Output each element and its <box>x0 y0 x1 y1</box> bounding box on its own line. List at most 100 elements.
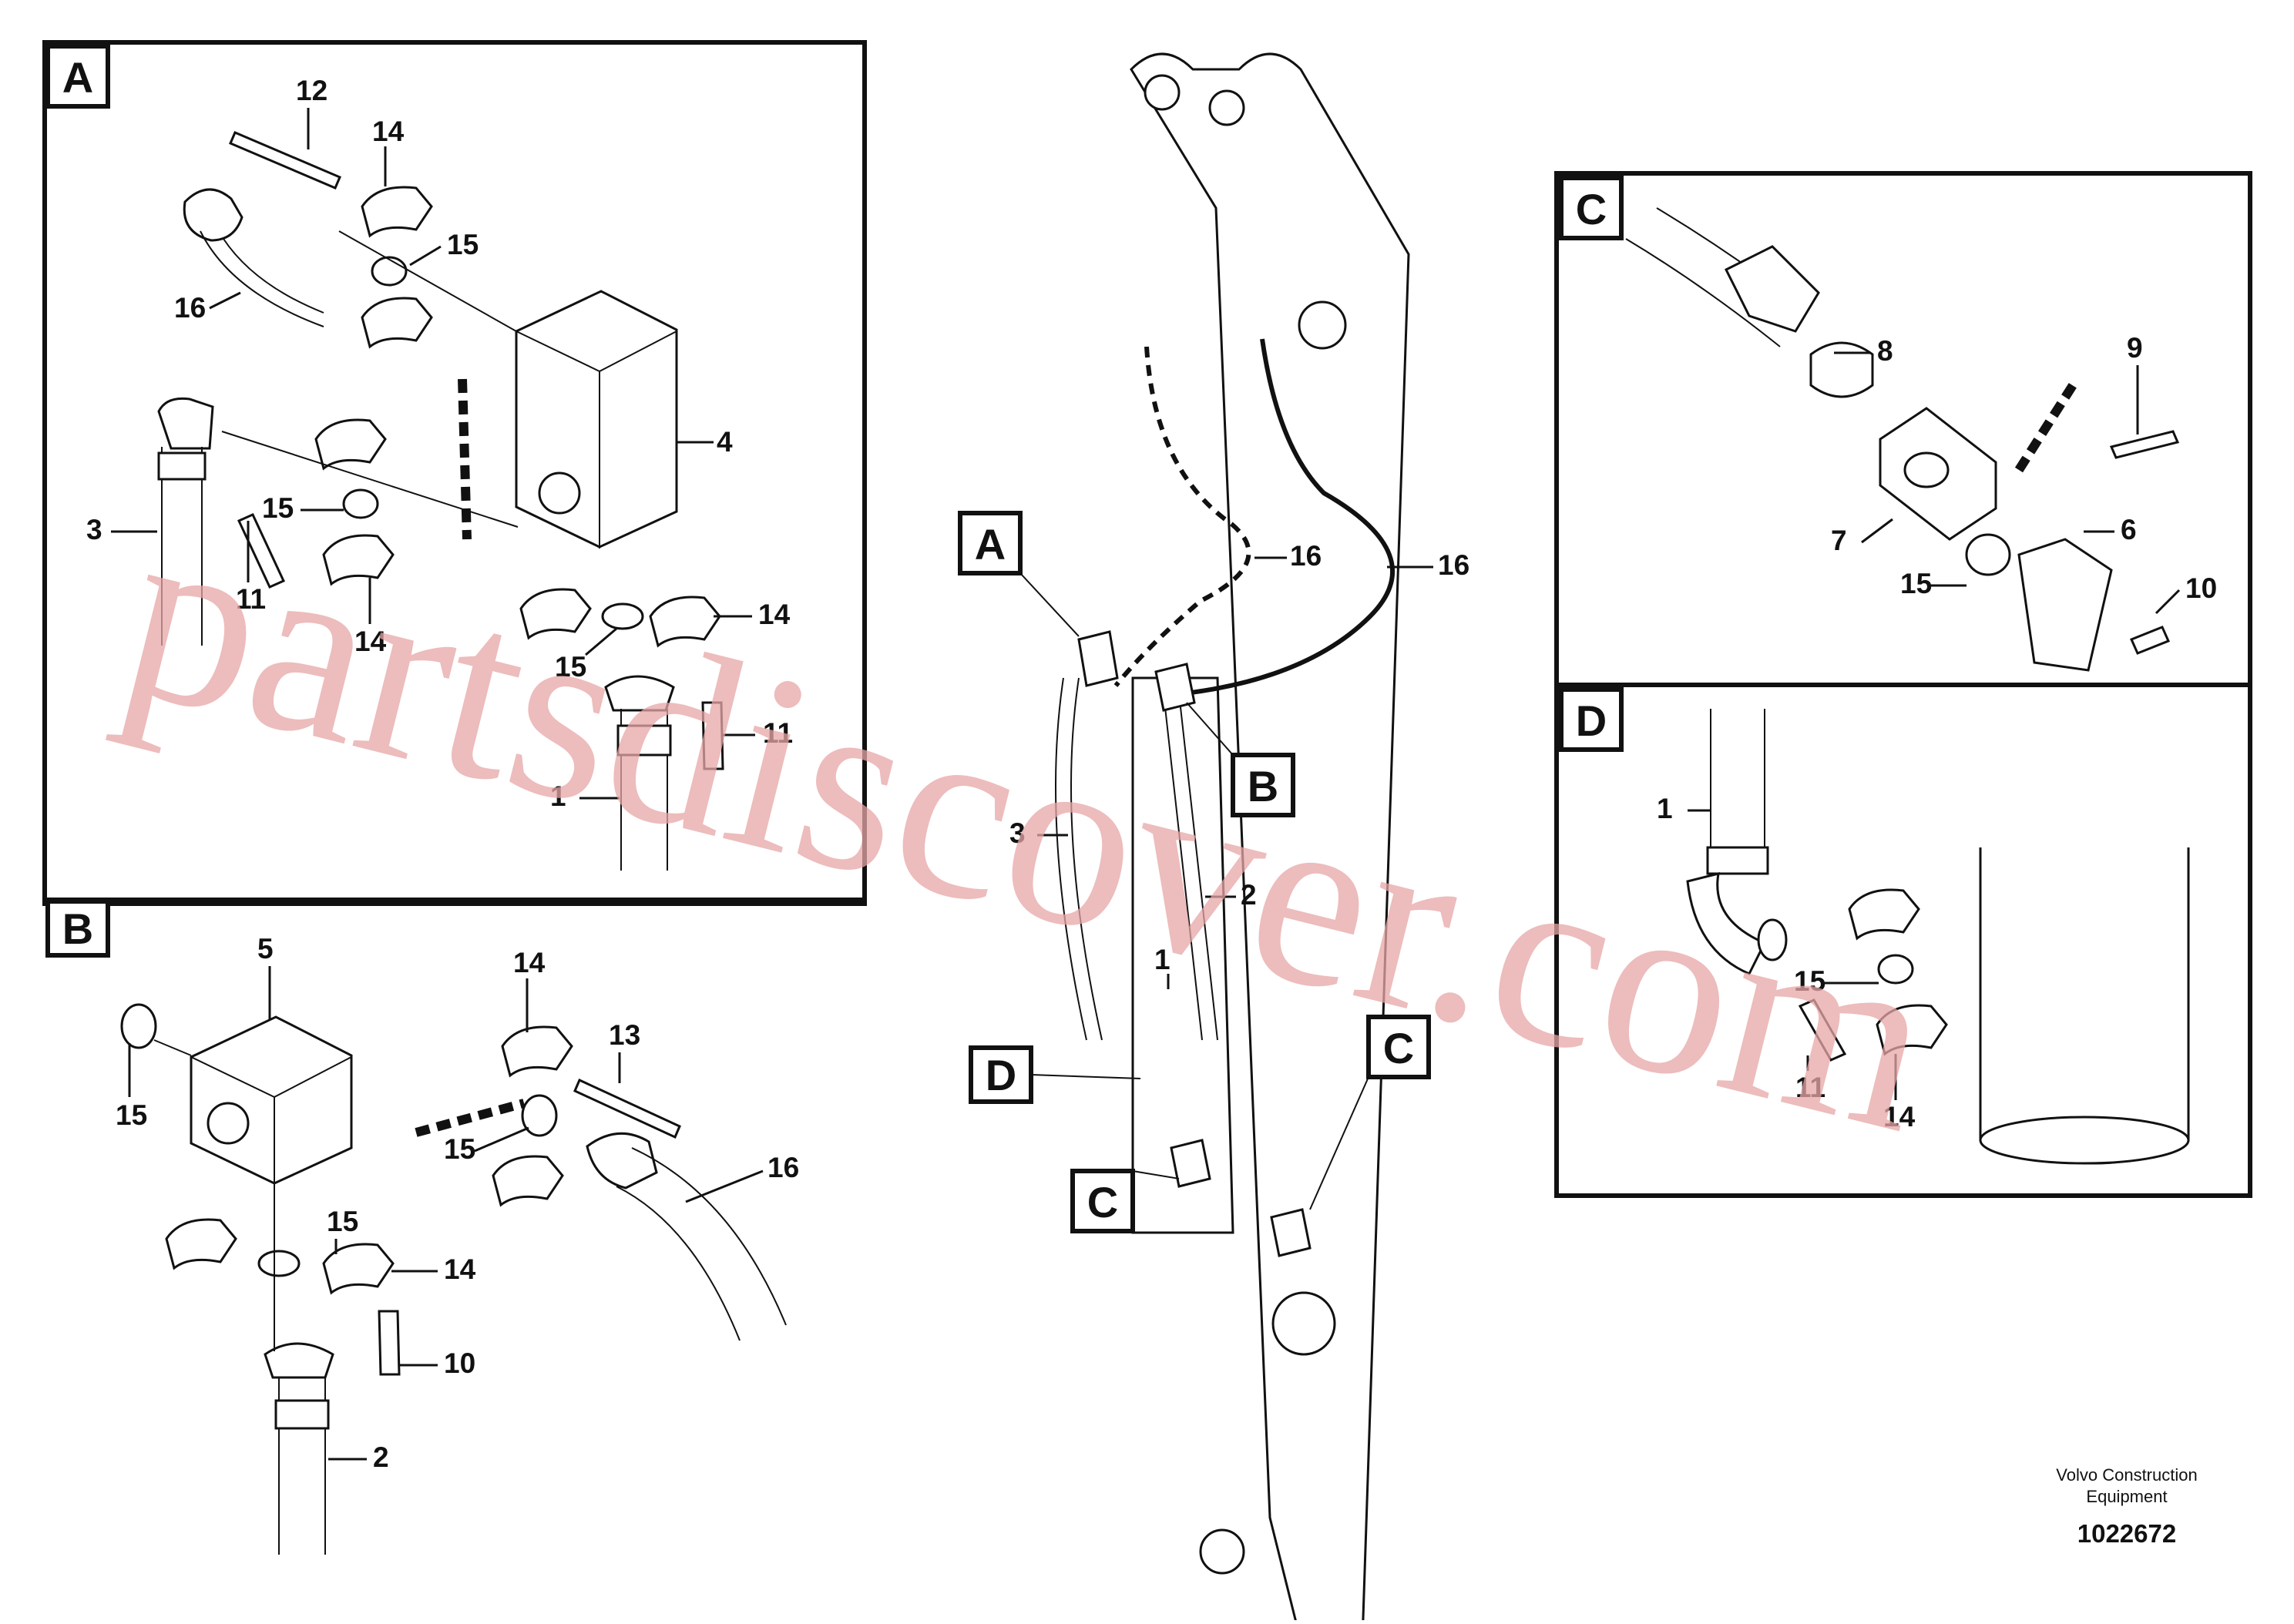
boom-assembly <box>1055 52 1410 1624</box>
svg-text:B: B <box>62 904 93 953</box>
svg-text:A: A <box>62 53 93 102</box>
clamp-b-low-shape <box>492 1155 564 1207</box>
boom-pin-top-right <box>1208 89 1245 126</box>
callout-b2: 2 <box>373 1441 389 1473</box>
credit-line2: Equipment <box>2086 1487 2167 1506</box>
clamp-lower-top-shape <box>361 297 433 349</box>
block-b-main <box>1154 663 1196 712</box>
main-label-c1: C <box>1070 1169 1180 1233</box>
callout-b14right: 14 <box>444 1253 476 1285</box>
clamp-14-d-shape <box>1876 1004 1948 1056</box>
valve-block-4-shape <box>515 290 678 549</box>
callout-a11left: 11 <box>236 583 266 615</box>
block-c2-main <box>1270 1208 1312 1257</box>
boom-pin-bottom <box>1199 1528 1245 1575</box>
fitting-d-shape <box>1757 918 1788 961</box>
hose-16-dashed <box>1113 346 1251 687</box>
callout-a3: 3 <box>86 514 102 545</box>
oring-15-top-shape <box>371 256 408 287</box>
document-number: 1022672 <box>2077 1519 2176 1548</box>
bolt-10-c-shape <box>2129 626 2171 655</box>
panel-b-centerlines <box>153 1039 275 1351</box>
callout-c6: 6 <box>2121 514 2137 545</box>
hose-16-tail <box>200 230 324 327</box>
clamp-d-top-shape <box>1848 888 1920 941</box>
cylinder-d-end <box>1979 1116 2190 1165</box>
callout-a14right: 14 <box>758 599 791 630</box>
callout-b14top: 14 <box>513 947 546 978</box>
hose-16-b-body <box>616 1147 787 1341</box>
callout-b15low: 15 <box>327 1206 358 1237</box>
block-7-port <box>1903 451 1950 488</box>
callout-b13: 13 <box>609 1019 640 1051</box>
callout-m1: 1 <box>1154 944 1171 975</box>
clamp-14-left-shape <box>322 534 395 586</box>
pipe-2-ferrule <box>274 1399 330 1430</box>
hose-16-b-elbow-shape <box>586 1132 658 1189</box>
bolt-12-shape <box>229 131 341 190</box>
callout-m16solid: 16 <box>1438 549 1469 581</box>
svg-text:C: C <box>1087 1178 1118 1226</box>
leader-lines <box>111 108 2181 1461</box>
main-label-c2: C <box>1309 1015 1431 1210</box>
callout-a14top: 14 <box>372 116 405 147</box>
boom-pin-top-left <box>1144 74 1181 111</box>
bolt-11-d-shape <box>1798 998 1847 1062</box>
link-dashed-c <box>2014 382 2077 473</box>
hose-16-elbow-shape <box>183 188 244 242</box>
main-label-d: D <box>969 1045 1141 1104</box>
oring-15-low-shape <box>601 602 644 630</box>
panel-c-parts <box>1625 207 2180 672</box>
callout-a15low: 15 <box>555 651 586 683</box>
main-label-a: A <box>958 511 1080 637</box>
oring-15-mid-shape <box>342 488 379 519</box>
view-label-b: B <box>45 899 110 958</box>
callout-c8: 8 <box>1877 335 1893 367</box>
callout-a1: 1 <box>550 780 566 812</box>
bolt-9-shape <box>2109 430 2180 459</box>
callout-a14left: 14 <box>354 626 387 657</box>
clamp-14-top-shape <box>361 186 433 238</box>
block-5-shape <box>190 1015 353 1185</box>
panel-a-centerlines <box>221 230 519 528</box>
callout-d1: 1 <box>1657 793 1673 824</box>
pipe-1-d-elbow <box>1686 871 1767 975</box>
callout-b15mid: 15 <box>444 1133 475 1165</box>
block-a-main <box>1077 630 1119 687</box>
callout-m3: 3 <box>1009 817 1026 849</box>
callout-a16: 16 <box>174 292 206 324</box>
oring-15-b-left-shape <box>120 1003 157 1049</box>
hose-3-ferrule <box>157 451 207 481</box>
bolt-13-shape <box>573 1078 681 1139</box>
link-dashed-b <box>415 1099 526 1137</box>
callout-c7: 7 <box>1831 525 1847 556</box>
callout-b5: 5 <box>257 933 274 965</box>
credit-line1: Volvo Construction <box>2056 1465 2197 1485</box>
panel-d-parts <box>1686 709 2190 1165</box>
hose-3-main <box>1055 677 1103 1041</box>
panel-a-parts <box>157 131 724 871</box>
callout-m2: 2 <box>1241 879 1257 911</box>
callout-b15left: 15 <box>116 1099 147 1131</box>
oring-15-b-low-shape <box>257 1250 301 1277</box>
block-5-edges <box>190 1056 352 1183</box>
callout-a11right: 11 <box>763 717 793 749</box>
fitting-8-shape <box>1809 341 1874 398</box>
clamp-14-b-right-shape <box>322 1243 395 1295</box>
oring-15-d-shape <box>1877 954 1914 985</box>
callout-a12: 12 <box>296 75 327 106</box>
valve-block-4-port <box>538 471 581 515</box>
valve-block-4-edges <box>516 331 677 549</box>
callout-numbers: 12 14 15 16 4 3 15 11 14 14 15 11 1 5 15… <box>86 75 2217 1473</box>
callout-a15mid: 15 <box>262 492 294 524</box>
panel-frame-a-b <box>42 40 867 906</box>
bolt-11-left-shape <box>237 513 286 589</box>
svg-text:C: C <box>1383 1024 1414 1072</box>
clamp-b-lower-left-shape <box>165 1218 237 1270</box>
svg-text:B: B <box>1248 762 1278 810</box>
callout-d14: 14 <box>1883 1101 1916 1132</box>
pipe-1-d-ferrule <box>1706 846 1769 875</box>
block-c1-main <box>1170 1139 1211 1188</box>
hose-3-elbow-shape <box>157 397 214 450</box>
